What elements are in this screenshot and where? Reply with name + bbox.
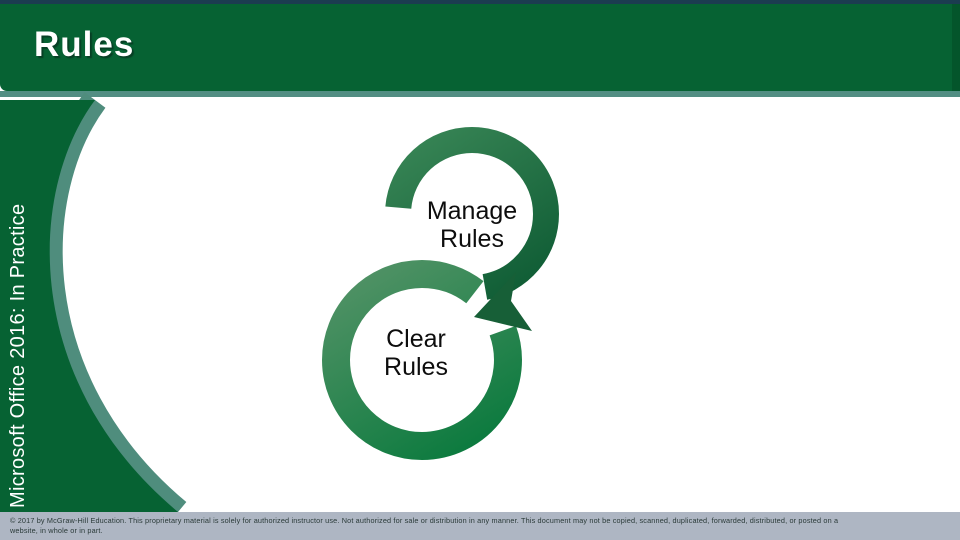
footer-line-1: © 2017 by McGraw-Hill Education. This pr… [10, 516, 839, 525]
top-accent-strip [0, 0, 960, 4]
slide-title: Rules [34, 25, 135, 64]
cycle-arrowhead-icon [474, 272, 532, 331]
cycle-arrow-bottom-icon [321, 259, 522, 461]
left-panel-shape [0, 100, 178, 512]
footer-copyright: © 2017 by McGraw-Hill Education. This pr… [0, 512, 960, 540]
node-clear-rules: Clear Rules [384, 325, 448, 381]
footer-line-2: website, in whole or in part. [10, 525, 103, 535]
slide-header [0, 4, 960, 91]
curve-rim [36, 92, 187, 522]
cycle-arrow-top-icon [385, 126, 560, 300]
header-edge-shade [952, 4, 960, 91]
header-teal-band [0, 91, 960, 97]
node-manage-rules: Manage Rules [426, 197, 518, 253]
